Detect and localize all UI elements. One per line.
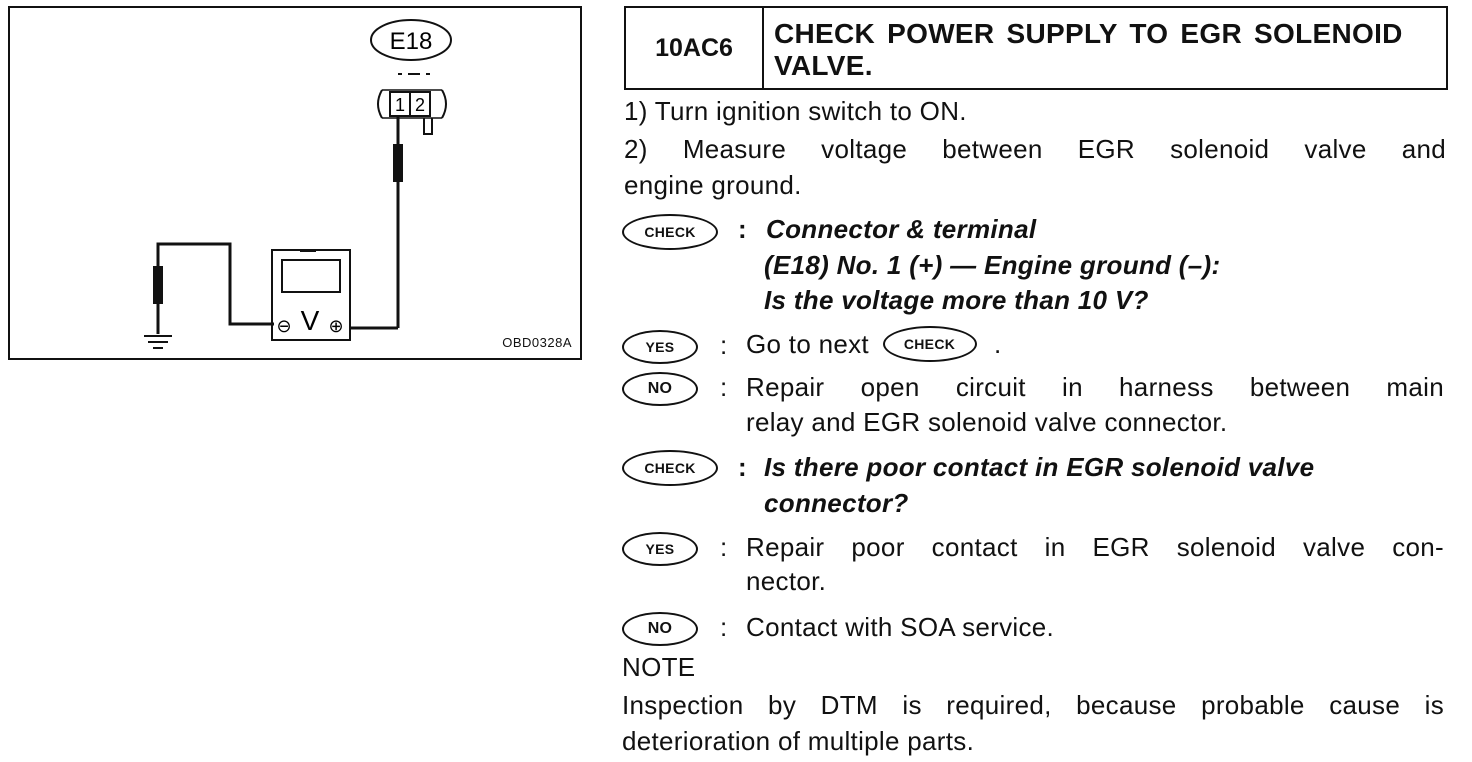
- check-colon: :: [738, 214, 747, 244]
- check-colon: :: [738, 452, 747, 482]
- check-badge: CHECK: [622, 214, 718, 250]
- check-badge-inline: CHECK: [882, 326, 977, 362]
- yes-answer-line-2: nector.: [746, 566, 827, 596]
- no-answer-text: Contact with SOA service.: [746, 612, 1055, 642]
- no-colon: :: [720, 612, 728, 642]
- yes-answer-text: Go to next: [746, 328, 869, 359]
- check-badge: CHECK: [622, 450, 718, 486]
- yes-answer-line-1: Repair poor contact in EGR solenoid valv…: [746, 532, 1444, 562]
- check-question-line-1: Is there poor contact in EGR solenoid va…: [764, 452, 1315, 482]
- yes-colon: :: [720, 330, 728, 360]
- no-answer-line-1: Repair open circuit in harness between m…: [746, 372, 1444, 402]
- instruction-step-2-line-1: 2) Measure voltage between EGR solenoid …: [624, 134, 1446, 164]
- voltmeter-symbol: V: [301, 305, 320, 336]
- connector-label: E18: [390, 28, 433, 55]
- no-colon: :: [720, 372, 728, 402]
- probe-lead-negative: [156, 242, 274, 334]
- yes-colon: :: [720, 532, 728, 562]
- pin-2-label: 2: [415, 95, 425, 115]
- probe-tip-positive: [393, 144, 403, 182]
- check-question-line-2: connector?: [764, 488, 909, 518]
- figure-id: OBD0328A: [502, 335, 572, 350]
- connector-label-oval: [370, 19, 452, 61]
- no-answer-line-2: relay and EGR solenoid valve connector.: [746, 407, 1228, 437]
- wiring-diagram-figure: E18 1 2 V ⊖ ⊕ OBD0328A: [8, 6, 582, 360]
- probe-tip-negative: [153, 266, 163, 304]
- yes-answer-period: .: [994, 328, 1002, 359]
- wiring-diagram: E18 1 2 V ⊖ ⊕: [144, 19, 452, 349]
- instruction-step-2-line-2: engine ground.: [624, 170, 802, 200]
- voltmeter-display: [281, 259, 341, 293]
- note-line-2: deterioration of multiple parts.: [622, 726, 975, 756]
- check-question-line-3: Is the voltage more than 10 V?: [764, 285, 1149, 315]
- step-title: CHECK POWER SUPPLY TO EGR SOLENOID VALVE…: [774, 18, 1403, 81]
- check-question-line-1: Connector & terminal: [766, 214, 1037, 244]
- minus-terminal-icon: ⊖: [276, 316, 291, 337]
- yes-badge: YES: [622, 532, 698, 566]
- pin-2-box: [409, 91, 431, 117]
- yes-badge: YES: [622, 330, 698, 364]
- instruction-step-1: 1) Turn ignition switch to ON.: [624, 96, 967, 126]
- note-heading: NOTE: [622, 652, 696, 682]
- note-line-1: Inspection by DTM is required, because p…: [622, 690, 1444, 720]
- pin-1-label: 1: [395, 95, 405, 115]
- plus-terminal-icon: ⊕: [328, 316, 343, 337]
- check-question-line-2: (E18) No. 1 (+) — Engine ground (–):: [764, 250, 1221, 280]
- yes-answer: Go to next CHECK .: [746, 326, 1002, 364]
- no-badge: NO: [622, 372, 698, 406]
- step-code: 10AC6: [626, 8, 764, 88]
- step-header: 10AC6 CHECK POWER SUPPLY TO EGR SOLENOID…: [624, 6, 1448, 90]
- no-badge: NO: [622, 612, 698, 646]
